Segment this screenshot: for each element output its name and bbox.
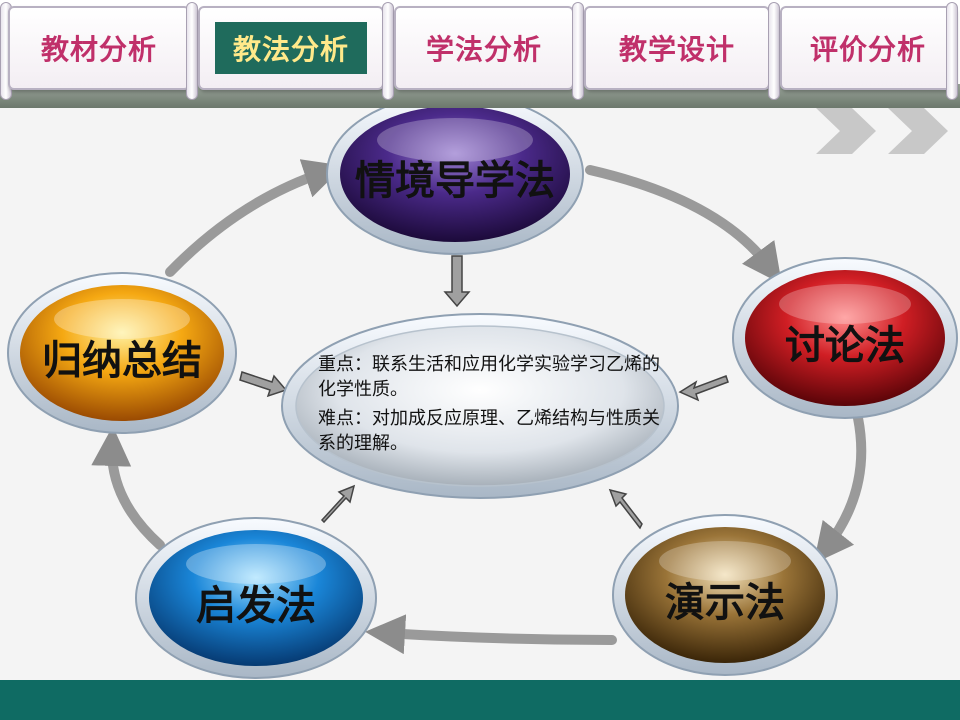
node-demonstration	[612, 514, 838, 676]
tab-evaluation-analysis[interactable]: 评价分析	[780, 6, 956, 90]
scroll-roll-decoration	[186, 2, 198, 100]
difficult-points-text: 难点：对加成反应原理、乙烯结构与性质关系的理解。	[318, 408, 660, 454]
arrow-icon	[585, 165, 782, 285]
arrow-up-icon	[320, 484, 356, 524]
node-label-discussion: 讨论法	[785, 323, 905, 369]
arrow-up-icon	[608, 488, 643, 530]
node-situational-learning	[326, 108, 584, 255]
cycle-arrows	[91, 159, 867, 655]
tab-learning-method-analysis[interactable]: 学法分析	[394, 6, 574, 90]
footer-bar	[0, 680, 960, 720]
center-text-block: 重点：联系生活和应用化学实验学习乙烯的化学性质。 难点：对加成反应原理、乙烯结构…	[318, 352, 668, 456]
arrow-down-icon	[443, 255, 471, 308]
node-label-summary: 归纳总结	[42, 338, 202, 384]
node-label-situational-learning: 情境导学法	[355, 158, 555, 204]
node-label-heuristic: 启发法	[196, 583, 316, 629]
inward-arrows	[239, 255, 729, 530]
tab-label: 教学设计	[618, 33, 735, 66]
node-label-demonstration: 演示法	[665, 580, 785, 626]
scroll-roll-decoration	[946, 2, 958, 100]
tab-label: 教法分析	[214, 22, 367, 74]
tab-teaching-design[interactable]: 教学设计	[584, 6, 770, 90]
arrow-right-icon	[239, 371, 288, 398]
scroll-roll-decoration	[572, 2, 584, 100]
key-points-text: 重点：联系生活和应用化学实验学习乙烯的化学性质。	[318, 354, 660, 400]
arrow-icon	[91, 426, 165, 550]
arrow-icon	[165, 159, 344, 277]
tab-label: 学法分析	[425, 33, 542, 66]
tab-label: 教材分析	[40, 33, 157, 66]
center-ellipse	[281, 313, 679, 499]
scroll-roll-decoration	[768, 2, 780, 100]
tab-teaching-method-analysis[interactable]: 教法分析	[198, 6, 384, 90]
tab-teaching-material-analysis[interactable]: 教材分析	[8, 6, 190, 90]
arrow-icon	[813, 413, 867, 564]
scroll-roll-decoration	[382, 2, 394, 100]
arrow-left-icon	[678, 375, 729, 402]
arrow-icon	[365, 614, 617, 655]
node-summary	[7, 272, 237, 434]
teaching-method-cycle-diagram	[7, 108, 958, 679]
node-discussion	[732, 257, 958, 419]
node-heuristic	[135, 517, 377, 679]
tab-label: 评价分析	[809, 33, 926, 66]
